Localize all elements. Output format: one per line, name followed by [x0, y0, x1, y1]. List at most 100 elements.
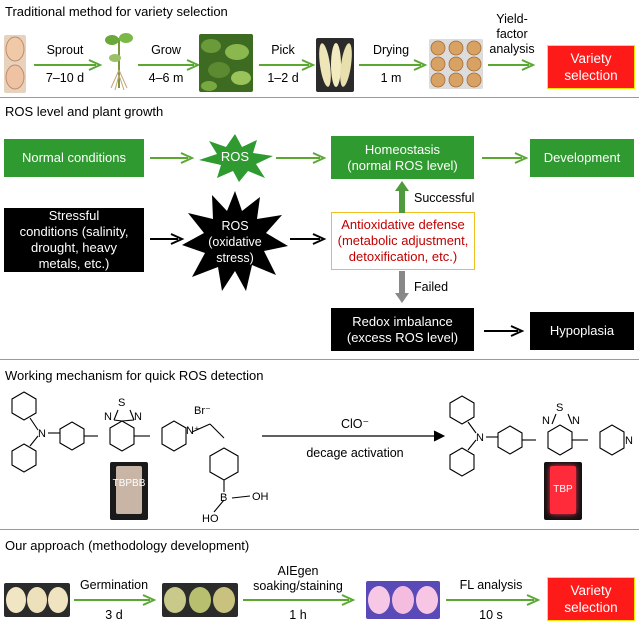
tbp-vial-photo: TBP [544, 462, 582, 520]
arrow-staining [243, 594, 356, 606]
dried-seeds-photo [429, 39, 483, 89]
section3-title: Working mechanism for quick ROS detectio… [5, 368, 264, 383]
peanut-seeds-photo [4, 35, 26, 93]
ros-oxidative-star [182, 191, 288, 291]
step-grow-duration: 4–6 m [148, 71, 184, 85]
ros-oxidative-line2: (oxidative [208, 235, 262, 249]
successful-label: Successful [414, 191, 475, 205]
section2-title: ROS level and plant growth [5, 104, 164, 119]
stress-line4: metals, etc.) [38, 256, 110, 271]
tbpbb-atom-oh: OH [252, 491, 269, 503]
germination-time: 3 d [105, 608, 123, 622]
arrow-fl-analysis [446, 594, 541, 606]
peanut-pods-photo [316, 38, 354, 92]
antioxidative-line2: (metabolic adjustment, [337, 233, 469, 248]
divider-1 [0, 97, 639, 99]
arrow-ros-to-homeostasis [276, 152, 327, 164]
tbpbb-atom-n-right: N [134, 411, 142, 423]
normal-conditions-box: Normal conditions [4, 139, 144, 177]
arrow-ros-to-antioxidative [290, 233, 327, 245]
tbp-structure: N S N N N [449, 395, 633, 477]
tbp-atom-s: S [556, 402, 563, 414]
ros-oxidative-label: ROS (oxidative stress) [190, 218, 280, 266]
arrow-normal-to-ros [150, 152, 195, 164]
tbpbb-vial-photo: TBPBB [110, 462, 148, 520]
arrow-stress-to-ros [150, 233, 185, 245]
section4-title: Our approach (methodology development) [5, 538, 250, 553]
variety-selection-box-approach: Variety selection [547, 577, 635, 621]
divider-3 [0, 529, 639, 531]
homeostasis-title: Homeostasis [364, 141, 441, 157]
sprout-plant-icon [105, 33, 133, 91]
redox-imbalance-box: Redox imbalance (excess ROS level) [331, 308, 474, 351]
tbpbb-atom-nplus: N⁺ [186, 425, 200, 437]
ros-star-label: ROS [220, 149, 250, 164]
fl-analysis-label: FL analysis [459, 578, 523, 592]
antioxidative-line3: detoxification, etc.) [348, 249, 458, 264]
tbp-atom-n: N [476, 432, 484, 444]
step-sprout-label: Sprout [46, 43, 84, 57]
step-pick-duration: 1–2 d [267, 71, 299, 85]
tbpbb-atom-ho: HO [202, 513, 219, 525]
step-pick-label: Pick [271, 43, 295, 57]
arrow-successful-up [395, 181, 409, 213]
arrow-homeostasis-to-development [482, 152, 529, 164]
homeostasis-subtitle: (normal ROS level) [347, 157, 458, 173]
reaction-arrow [262, 430, 446, 442]
arrow-redox-to-hypoplasia [484, 325, 525, 337]
staining-time: 1 h [289, 608, 307, 622]
peanut-plants-photo [199, 34, 253, 92]
redox-line2: (excess ROS level) [346, 329, 459, 345]
tbpbb-label: TBPBB [112, 478, 146, 489]
arrow-drying [359, 59, 428, 71]
arrow-pick [259, 59, 316, 71]
tbpbb-atom-b: B [220, 492, 227, 504]
section1-title: Traditional method for variety selection [5, 4, 228, 19]
reagent-label: ClO⁻ [340, 417, 370, 431]
antioxidative-line1: Antioxidative defense [341, 217, 465, 232]
arrow-sprout [34, 59, 103, 71]
variety-selection-text-approach: Variety selection [564, 583, 618, 615]
step-drying-duration: 1 m [380, 71, 402, 85]
arrow-analysis [488, 59, 536, 71]
variety-selection-box-traditional: Variety selection [547, 45, 635, 89]
tbp-atom-n-pyridine: N [625, 435, 633, 447]
stress-line3: drought, heavy [30, 240, 117, 255]
redox-line1: Redox imbalance [352, 313, 453, 329]
stress-line1: Stressful [48, 208, 100, 223]
seeds-photo-stained [366, 581, 440, 619]
failed-label: Failed [414, 280, 449, 294]
yield-label-line3: analysis [489, 42, 535, 56]
arrow-germination [74, 594, 157, 606]
ros-star-green [199, 134, 273, 182]
variety-selection-text-traditional: Variety selection [564, 51, 618, 83]
staining-label-line1: AIEgen [277, 564, 319, 578]
tbpbb-structure: N S N N N⁺ Br⁻ B OH HO [11, 391, 269, 525]
tbpbb-atom-n: N [38, 428, 46, 440]
homeostasis-box: Homeostasis (normal ROS level) [331, 136, 474, 179]
ros-oxidative-line3: stress) [216, 251, 254, 265]
ros-oxidative-line1: ROS [221, 219, 249, 233]
seeds-photo-initial [4, 583, 70, 617]
step-drying-label: Drying [372, 43, 410, 57]
hypoplasia-box: Hypoplasia [530, 312, 634, 350]
tbpbb-atom-n-left: N [104, 411, 112, 423]
step-sprout-duration: 7–10 d [45, 71, 85, 85]
staining-label-line2: soaking/staining [253, 579, 343, 593]
tbp-atom-n-right: N [572, 415, 580, 427]
fl-analysis-time: 10 s [479, 608, 503, 622]
yield-label-line1: Yield- [496, 12, 528, 26]
tbpbb-counter-ion: Br⁻ [194, 405, 211, 417]
antioxidative-defense-box: Antioxidative defense (metabolic adjustm… [331, 212, 475, 270]
yield-label-line2: factor [496, 27, 528, 41]
development-box: Development [530, 139, 634, 177]
divider-2 [0, 359, 639, 361]
tbp-label: TBP [553, 484, 573, 495]
tbp-atom-n-left: N [542, 415, 550, 427]
stress-line2: conditions (salinity, [19, 224, 129, 239]
arrow-failed-down [395, 271, 409, 303]
germination-label: Germination [79, 578, 149, 592]
step-grow-label: Grow [151, 43, 181, 57]
arrow-grow [138, 59, 201, 71]
stressful-conditions-box: Stressful conditions (salinity, drought,… [4, 208, 144, 272]
